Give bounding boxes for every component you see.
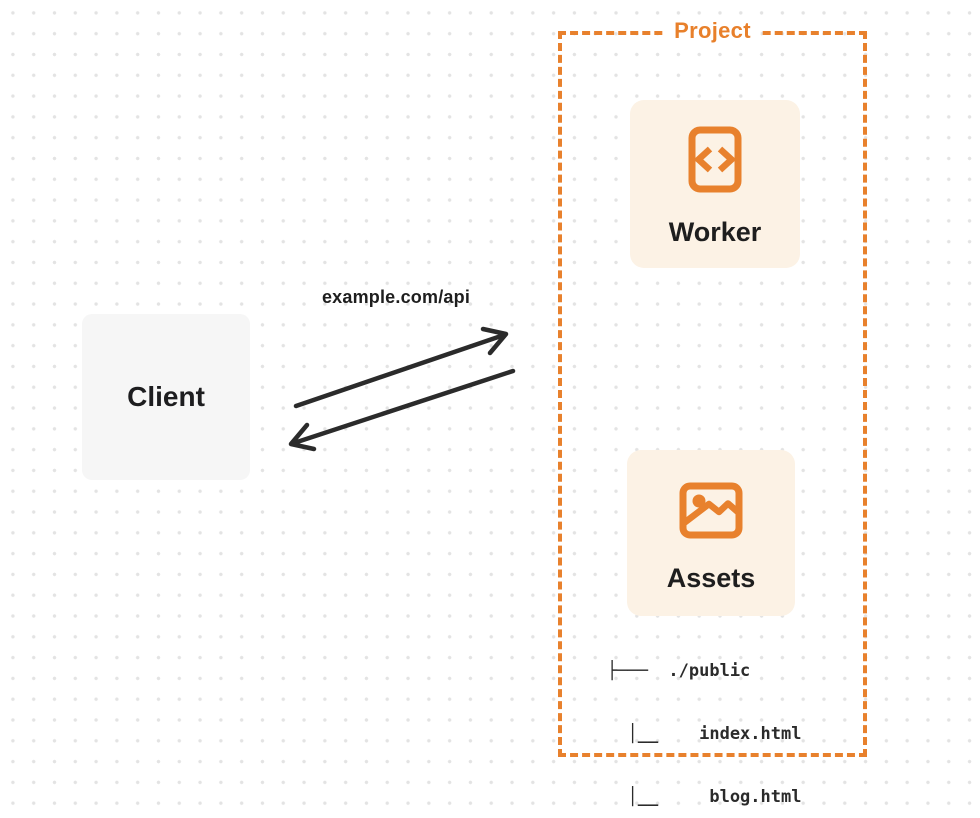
assets-node: Assets	[627, 450, 795, 616]
worker-label: Worker	[668, 217, 762, 247]
public-directory-tree: ├─── ./public │__ index.html │__ blog.ht…	[607, 619, 801, 818]
worker-node: Worker	[630, 100, 800, 268]
request-arrowhead-icon	[480, 326, 509, 356]
client-node: Client	[82, 314, 250, 480]
request-arrow-line	[293, 332, 507, 409]
tree-line-blog-html: │__ blog.html	[607, 787, 802, 807]
request-url-label: example.com/api	[321, 287, 471, 307]
image-icon	[679, 482, 743, 539]
assets-label: Assets	[666, 563, 756, 593]
response-arrowhead-icon	[288, 422, 317, 452]
tree-line-index-html: │__ index.html	[607, 724, 802, 744]
response-arrow-line	[291, 368, 516, 446]
tree-line-public: ├─── ./public	[607, 661, 751, 681]
client-label: Client	[127, 381, 205, 412]
project-label: Project	[664, 18, 761, 44]
code-brackets-icon	[688, 126, 742, 193]
project-container: Project Worker Assets ├─── ./public │__ …	[558, 18, 867, 807]
